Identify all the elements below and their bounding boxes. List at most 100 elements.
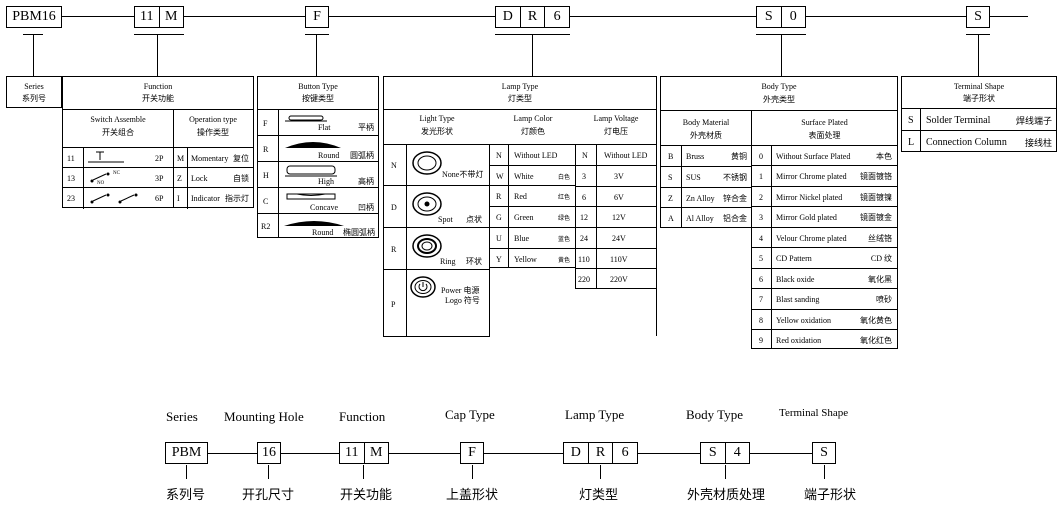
op-header-cn: 操作类型 [197, 128, 229, 137]
light-row: D Spot 点状 [384, 185, 489, 228]
terminal-name-cn: 焊线端子 [1015, 115, 1052, 126]
bottom-label-cap-type: Cap Type [445, 407, 495, 422]
material-name-cn: 不锈钢 [723, 173, 747, 182]
conn-body [781, 34, 782, 76]
surface-name-cn: 本色 [876, 151, 892, 161]
material-row: S SUS 不锈钢 [661, 166, 751, 188]
tick [600, 465, 601, 479]
volt-value: Without LED [604, 150, 648, 160]
bottom-body-code-2: 4 [724, 443, 750, 463]
lamp-title: Lamp Type [501, 82, 539, 91]
switch-3p-icon [90, 172, 110, 183]
surface-name: Blast sanding [776, 295, 820, 304]
color-code: U [496, 234, 502, 243]
top-function-code-2: M [158, 7, 184, 27]
function-row: 11 2P M Momentary 复位 [63, 147, 253, 168]
button-col-divider [278, 109, 279, 238]
surface-row: 0 Without Surface Plated 本色 [752, 145, 897, 166]
surface-code: 4 [759, 233, 763, 243]
surface-name-cn: 氧化黑 [868, 274, 892, 284]
color-name-cn: 黄色 [557, 257, 570, 264]
conn-function-bar [134, 34, 184, 35]
surface-name: CD Pattern [776, 254, 812, 263]
surface-row: 4 Velour Chrome plated 丝绒铬 [752, 227, 897, 248]
function-row: 13 NC NO 3P Z Lock 自锁 [63, 167, 253, 188]
color-row: W White 白色 [490, 165, 575, 186]
surface-name: Black oxide [776, 274, 815, 284]
top-terminal-code: S [974, 9, 982, 24]
color-name-cn: 蓝色 [557, 237, 570, 243]
tick [186, 465, 187, 479]
bottom-lamp-box: D R 6 [563, 442, 638, 464]
volt-code: 220 [578, 275, 590, 284]
color-name: Red [514, 192, 527, 201]
terminal-title: Terminal Shape [953, 82, 1005, 91]
volt-row: 12 12V [576, 206, 656, 228]
volt-row: 110 110V [576, 248, 656, 269]
bottom-code-line [208, 453, 812, 454]
volt-header-cn: 灯电压 [604, 127, 628, 136]
material-row: Z Zn Alloy 锌合金 [661, 187, 751, 208]
volt-header: Lamp Voltage [593, 114, 639, 123]
tick [472, 465, 473, 479]
series-title-cn: 系列号 [22, 94, 46, 103]
surface-header: Surface Plated [801, 118, 848, 127]
function-row: 23 6P I Indicator 指示灯 [63, 187, 253, 209]
surface-name-cn: 镜面镀镍 [860, 192, 892, 202]
button-code: H [263, 170, 269, 180]
surface-name-cn: CD 纹 [870, 254, 892, 263]
light-name: Power 电源 [441, 286, 480, 295]
surface-name: Red oxidation [776, 335, 822, 345]
button-title: Button Type [298, 82, 338, 91]
material-row: B Bruss 黄铜 [661, 145, 751, 167]
material-code: Z [668, 193, 673, 203]
lamp-spot-icon [412, 192, 442, 216]
light-code-divider [406, 145, 407, 337]
volt-value: 12V [612, 213, 626, 222]
surface-row: 3 Mirror Gold plated 镜面镀金 [752, 206, 897, 228]
light-name: Ring [440, 257, 456, 266]
bottom-label-lamp-type: Lamp Type [565, 407, 625, 422]
color-name: White [514, 171, 534, 181]
surface-row: 6 Black oxide 氧化黑 [752, 268, 897, 289]
bottom-label-terminal-shape: Terminal Shape [779, 407, 849, 419]
light-row: R Ring 环状 [384, 227, 489, 270]
material-name: Al Alloy [686, 214, 714, 223]
surface-header-cn: 表面处理 [808, 131, 841, 140]
volt-value: 3V [614, 172, 624, 181]
button-name: Concave [310, 203, 338, 212]
surface-name-cn: 镜面镀铬 [860, 172, 892, 181]
color-code: W [496, 171, 504, 181]
bottom-series-box: PBM [165, 442, 208, 464]
lamp-color-column: N Without LED W White 白色 R Red 红色 G Gree… [489, 144, 576, 268]
series-title: Series [24, 82, 44, 91]
button-row: H High 高柄 [258, 161, 378, 188]
conn-function [157, 34, 158, 76]
color-row: R Red 红色 [490, 185, 575, 207]
surface-name: Yellow oxidation [776, 315, 831, 325]
light-name-cn: 环状 [466, 257, 482, 266]
volt-code: N [582, 150, 588, 160]
top-body-box: S 0 [756, 6, 806, 28]
bottom-lamp-code-1: D [570, 445, 581, 460]
color-name: Yellow [514, 254, 537, 264]
light-code: N [391, 160, 397, 170]
body-title-cn: 外壳类型 [763, 95, 795, 104]
volt-code: 24 [580, 234, 588, 243]
surface-code: 1 [759, 172, 763, 181]
op-name: Indicator [191, 194, 220, 203]
surface-row: 8 Yellow oxidation 氧化黄色 [752, 309, 897, 330]
tick [363, 465, 364, 479]
color-code: N [496, 150, 502, 160]
light-code: P [391, 299, 396, 309]
bottom-terminal-code: S [820, 445, 828, 460]
light-code: R [391, 244, 397, 254]
bottom-cap-code: F [468, 445, 476, 460]
surface-row: 1 Mirror Chrome plated 镜面镀铬 [752, 165, 897, 187]
button-panel: Button Type 按键类型 F Flat 平柄 R Round 圆弧柄 H… [257, 76, 379, 238]
top-function-code-1: 11 [140, 9, 154, 24]
volt-code: 12 [580, 213, 588, 222]
material-name: SUS [686, 173, 701, 182]
color-name: Blue [514, 234, 530, 243]
color-row: G Green 绿色 [490, 206, 575, 228]
